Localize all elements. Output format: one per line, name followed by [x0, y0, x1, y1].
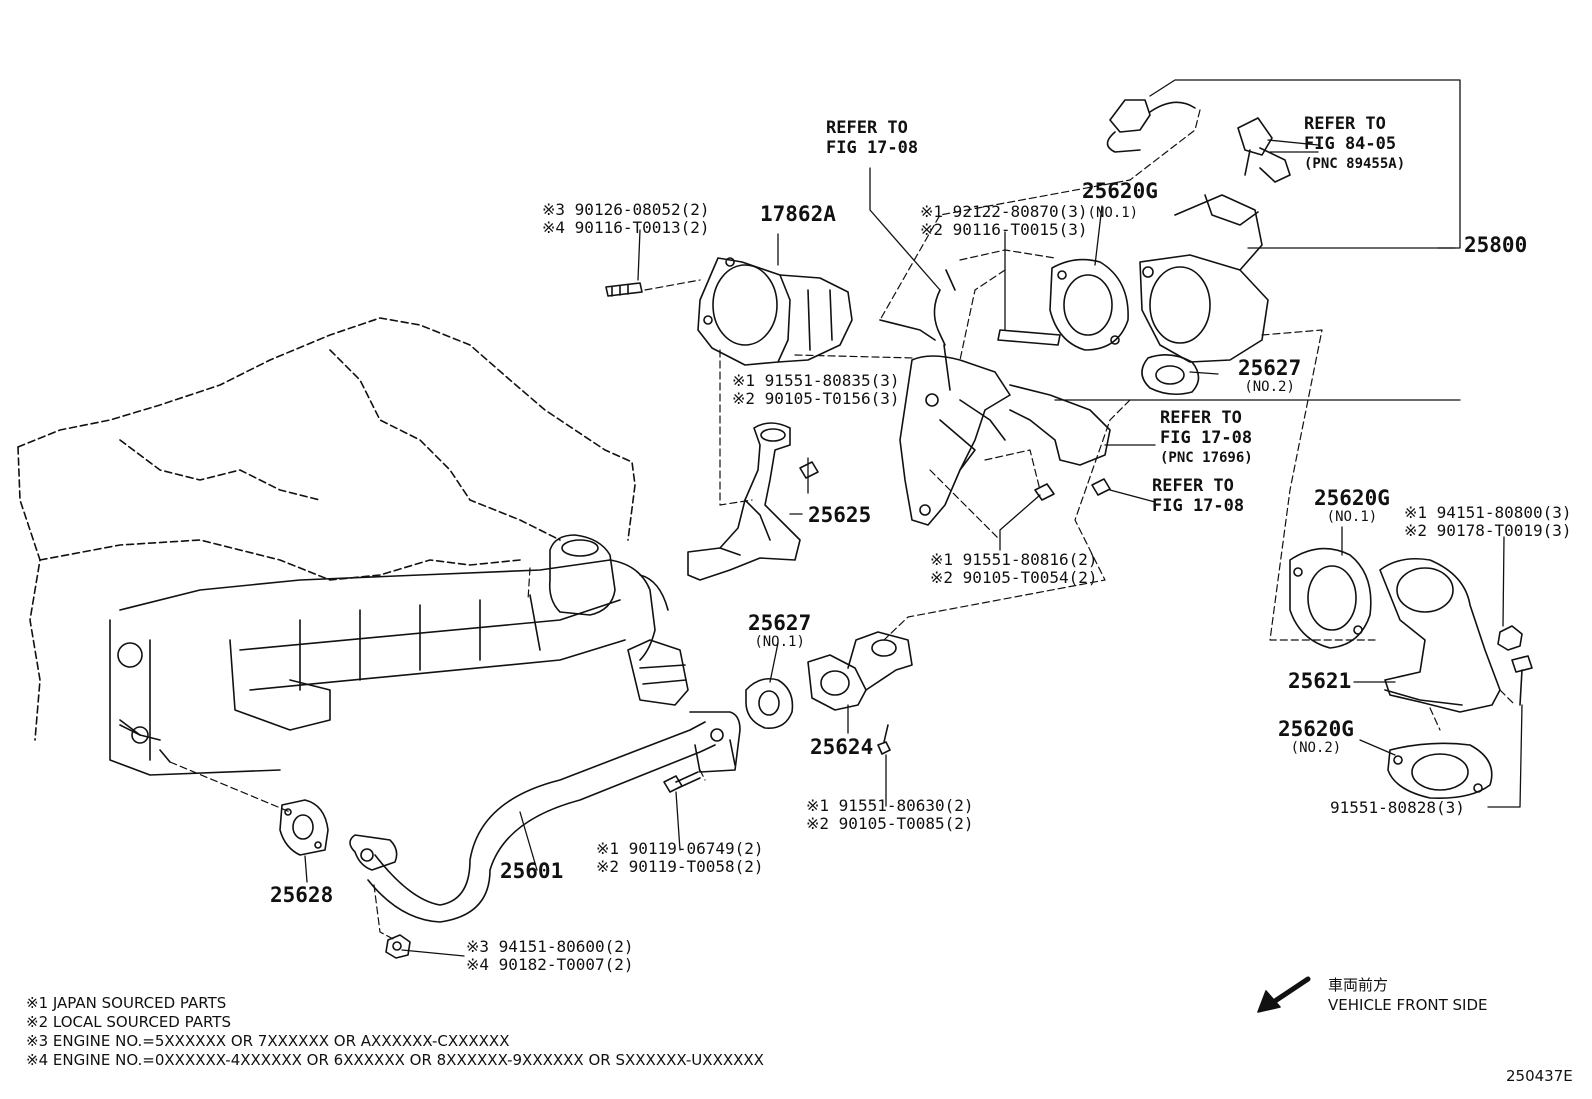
stud-drawing: [605, 282, 643, 297]
pressure-sensor-drawing: [1237, 117, 1291, 183]
egr-valve-25800-drawing: [1139, 194, 1269, 363]
egr-pipe-drawing: [349, 711, 741, 923]
note-2: ※2 LOCAL SOURCED PARTS: [26, 1013, 231, 1031]
bolt-91551-80828-drawing: [1511, 655, 1533, 706]
nut-94151-drawing: [1497, 625, 1523, 651]
code-80828[interactable]: 91551-80828(3): [1330, 798, 1465, 817]
egr-cooler-drawing: [697, 257, 853, 366]
nut-drawing: [385, 934, 411, 959]
gasket-25628-drawing: [279, 799, 329, 856]
code-80630-group[interactable]: ※1 91551-80630(2)※2 90105-T0085(2): [806, 796, 974, 833]
part-25620G-top[interactable]: 25620G: [1082, 179, 1158, 203]
vacuum-sensor-drawing: [1106, 99, 1196, 153]
part-25620G-no1-right[interactable]: 25620G(NO.1): [1314, 486, 1390, 525]
code-80816-group[interactable]: ※1 91551-80816(2)※2 90105-T0054(2): [930, 550, 1098, 587]
part-25624[interactable]: 25624: [810, 735, 874, 759]
part-25625[interactable]: 25625: [808, 503, 872, 527]
front-direction-arrow: [1257, 976, 1311, 1013]
elbow-25621-drawing: [1379, 557, 1501, 713]
note-4: ※4 ENGINE NO.=0XXXXXX-4XXXXXX OR 6XXXXXX…: [26, 1051, 764, 1069]
gasket-25620G-no2-right-drawing: [1387, 742, 1493, 800]
code-06749-group[interactable]: ※1 90119-06749(2)※2 90119-T0058(2): [596, 839, 764, 876]
code-92122-group[interactable]: ※1 92122-80870(3)(NO.1)※2 90116-T0015(3): [920, 202, 1139, 239]
part-25621[interactable]: 25621: [1288, 669, 1352, 693]
part-25628[interactable]: 25628: [270, 883, 334, 907]
code-80600-group[interactable]: ※3 94151-80600(2)※4 90182-T0007(2): [466, 937, 634, 974]
part-25601[interactable]: 25601: [500, 859, 564, 883]
engine-block-drawing: [17, 317, 689, 776]
leader-lines: [304, 79, 1523, 957]
bolt-90119-drawing: [663, 771, 701, 793]
adapter-25624-drawing: [807, 631, 913, 711]
code-80800-group[interactable]: ※1 94151-80800(3)※2 90178-T0019(3): [1404, 503, 1572, 540]
code-stud-group[interactable]: ※3 90126-08052(2)※4 90116-T0013(2): [542, 200, 710, 237]
gasket-25620G-top-drawing: [1049, 258, 1129, 351]
gasket-25627-no2-drawing: [1141, 354, 1200, 396]
egr-valve-assembly-drawing: [879, 269, 1111, 526]
bracket-25625-drawing: [687, 422, 819, 581]
note-3: ※3 ENGINE NO.=5XXXXXX OR 7XXXXXX OR AXXX…: [26, 1032, 510, 1050]
dashed-guide-lines: [169, 109, 1516, 941]
part-25620G-no2-right[interactable]: 25620G(NO.2): [1278, 717, 1354, 756]
code-80835-group[interactable]: ※1 91551-80835(3)※2 90105-T0156(3): [732, 371, 900, 408]
direction-label-en: VEHICLE FRONT SIDE: [1328, 996, 1488, 1014]
bolt-80630-drawing: [877, 724, 891, 755]
direction-label-jp: 車両前方: [1328, 976, 1389, 994]
diagram-id: 250437E: [1506, 1067, 1573, 1085]
part-25800[interactable]: 25800: [1464, 233, 1528, 257]
part-25627-no1[interactable]: 25627(NO.1): [748, 611, 812, 650]
note-1: ※1 JAPAN SOURCED PARTS: [26, 994, 227, 1012]
part-17862A[interactable]: 17862A: [760, 202, 836, 226]
gasket-25620G-no1-right-drawing: [1289, 547, 1372, 649]
part-25627-no2[interactable]: 25627(NO.2): [1238, 356, 1302, 395]
gasket-25627-no1-drawing: [745, 677, 794, 729]
stud-92122-drawing: [997, 329, 1061, 346]
